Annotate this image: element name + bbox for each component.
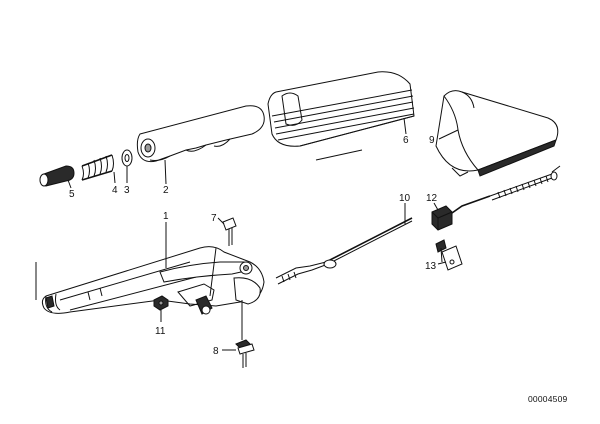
part-11-nut	[153, 295, 169, 311]
leader-2	[164, 159, 167, 185]
callout-12: 12	[426, 193, 438, 204]
part-3-washer	[121, 149, 133, 167]
diagram-code: 00004509	[528, 394, 567, 404]
leader-7-drop	[209, 247, 217, 297]
part-12-clip	[431, 205, 453, 231]
leader-12	[433, 202, 439, 211]
leader-6	[403, 117, 407, 135]
part-7-bolt	[222, 217, 237, 246]
leader-5	[67, 179, 72, 189]
callout-1: 1	[163, 211, 169, 222]
callout-9: 9	[429, 135, 435, 146]
part-13-bracket	[435, 239, 463, 271]
callout-8: 8	[213, 346, 219, 357]
part-2-handle-grip	[136, 105, 265, 163]
part-1-handbrake-lever	[41, 246, 337, 315]
leader-7	[217, 217, 225, 225]
part-10-brake-rod	[325, 217, 413, 265]
part-8-adjuster	[235, 339, 255, 368]
leader-9	[438, 129, 459, 140]
callout-11: 11	[155, 326, 166, 337]
callout-2: 2	[163, 185, 169, 196]
callout-7: 7	[211, 213, 217, 224]
part-9-boot	[435, 90, 559, 177]
part-6-console-cover	[267, 71, 415, 147]
callout-13: 13	[425, 261, 437, 272]
part-4-spring	[81, 154, 114, 181]
callout-6: 6	[403, 135, 409, 146]
leader-13	[437, 261, 447, 265]
callout-5: 5	[69, 189, 75, 200]
leader-6-ref	[315, 149, 363, 161]
part-5-grip-end	[39, 165, 75, 187]
callout-4: 4	[112, 185, 118, 196]
callout-3: 3	[124, 185, 130, 196]
leader-4	[113, 171, 116, 184]
callout-10: 10	[399, 193, 411, 204]
brake-cable	[441, 165, 561, 221]
